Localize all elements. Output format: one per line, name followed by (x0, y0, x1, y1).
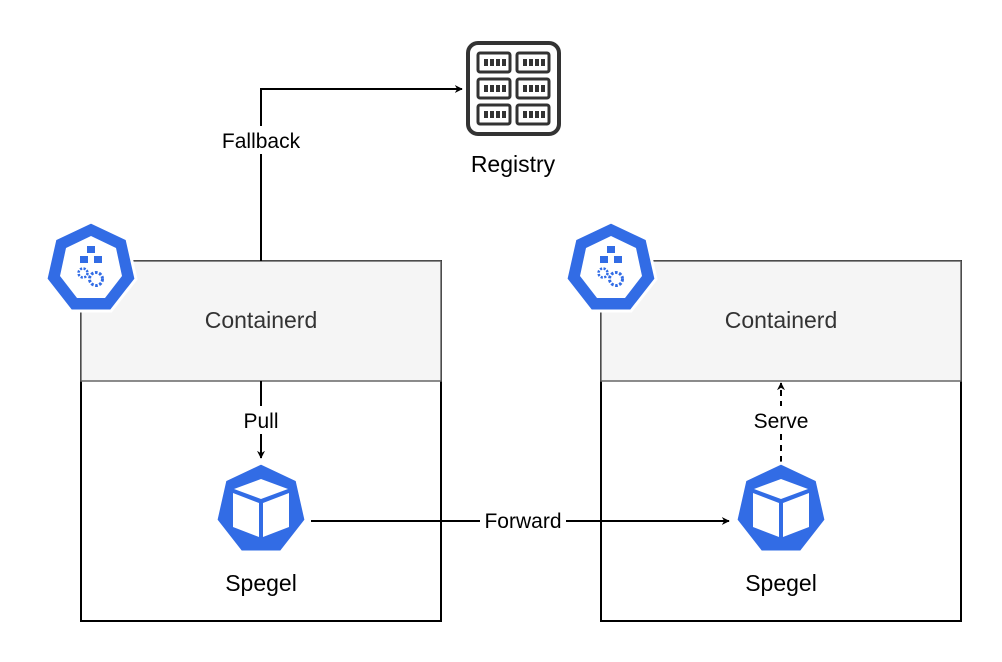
node-left: Containerd (80, 260, 442, 622)
spegel-left-label: Spegel (225, 570, 297, 596)
kubernetes-node-icon (564, 220, 658, 313)
kubernetes-pod-icon (734, 461, 828, 554)
edge-fallback: Fallback (216, 85, 463, 261)
containerd-left-box (80, 260, 442, 382)
registry-label: Registry (471, 151, 556, 177)
pull-label-bg (236, 406, 286, 434)
edge-pull: Pull (236, 381, 286, 459)
server-rack-icon (466, 41, 561, 136)
edge-forward: Forward (311, 507, 730, 535)
spegel-right-label: Spegel (745, 570, 817, 596)
serve-label: Serve (754, 410, 809, 433)
fallback-line (260, 85, 463, 261)
forward-label-bg (480, 507, 566, 535)
node-right: Containerd (600, 260, 962, 622)
registry: Registry (466, 41, 561, 177)
containerd-left-label: Containerd (205, 307, 318, 333)
kubernetes-pod-icon (214, 461, 308, 554)
edge-serve: Serve (748, 382, 814, 462)
containerd-right-label: Containerd (725, 307, 838, 333)
forward-label: Forward (484, 510, 561, 533)
serve-label-bg (748, 406, 814, 434)
pull-label: Pull (243, 410, 278, 433)
fallback-label-bg (216, 126, 306, 154)
containerd-right-box (600, 260, 962, 382)
kubernetes-node-icon (44, 220, 138, 313)
fallback-label: Fallback (222, 130, 301, 153)
